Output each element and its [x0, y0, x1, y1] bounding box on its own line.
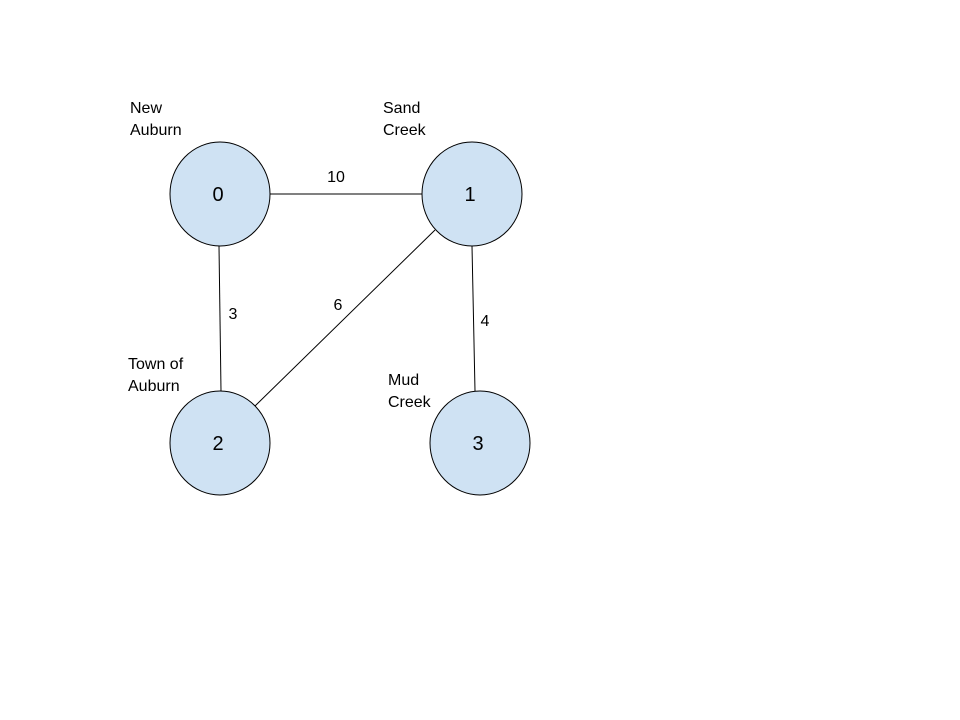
node-2-name: Town of Auburn	[128, 354, 183, 398]
edge-1-3	[471, 245, 476, 392]
edge-weight-1-2: 6	[334, 297, 343, 314]
node-1-label: 1	[464, 184, 475, 206]
edge-1-2	[254, 229, 436, 407]
node-3-label: 3	[472, 433, 483, 455]
node-1-circle	[421, 141, 523, 247]
node-1-name-line-2: Creek	[383, 122, 426, 139]
node-1-name: Sand Creek	[383, 98, 426, 142]
node-0-name: New Auburn	[130, 98, 182, 142]
node-3-name: Mud Creek	[388, 370, 431, 414]
edge-0-2	[218, 245, 222, 392]
edge-weight-0-2: 3	[229, 306, 238, 323]
node-0-circle	[169, 141, 271, 247]
node-0-label: 0	[212, 184, 223, 206]
node-3-circle	[429, 390, 531, 496]
edge-weight-0-1: 10	[327, 169, 345, 186]
node-1-name-line-1: Sand	[383, 100, 421, 117]
node-3-name-line-1: Mud	[388, 372, 420, 389]
node-2-name-line-2: Auburn	[128, 378, 180, 395]
node-3-name-line-2: Creek	[388, 394, 431, 411]
node-2-circle	[169, 390, 271, 496]
node-2-label: 2	[212, 433, 223, 455]
node-0-name-line-1: New	[130, 100, 163, 117]
node-2-name-line-1: Town of	[128, 356, 184, 373]
edge-weight-1-3: 4	[481, 313, 490, 330]
node-0-name-line-2: Auburn	[130, 122, 182, 139]
